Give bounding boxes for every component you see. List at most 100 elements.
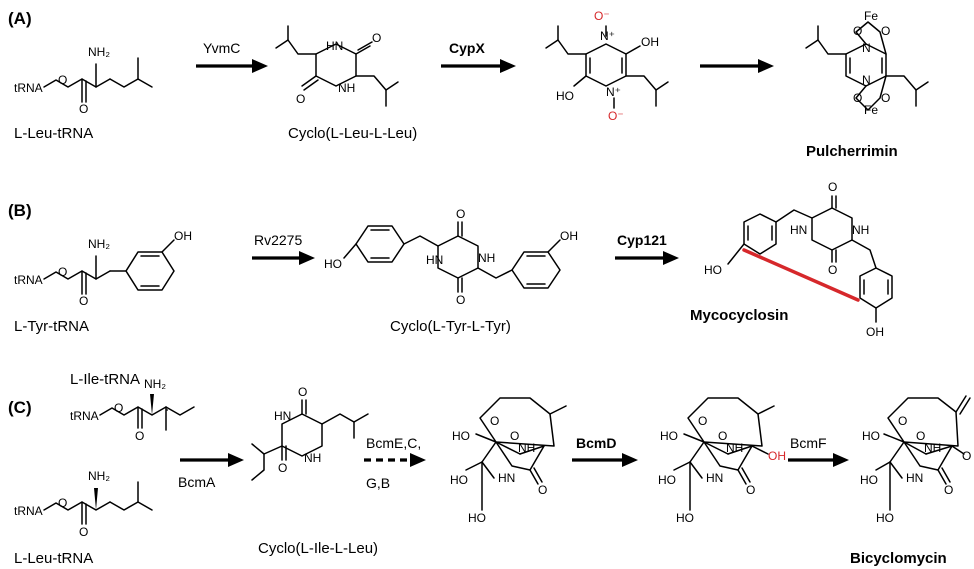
- atom-label: NH: [338, 81, 355, 95]
- atom-label: tRNA: [70, 409, 99, 423]
- atom-label: O: [456, 293, 465, 307]
- atom-label: HO: [660, 429, 678, 443]
- atom-label: tRNA: [14, 504, 43, 518]
- atom-label: HO: [704, 263, 722, 277]
- atom-label: HN: [706, 471, 723, 485]
- atom-label: O: [510, 429, 519, 443]
- atom-label: O: [538, 483, 547, 497]
- atom-label: HO: [450, 473, 468, 487]
- l-ile-trna-label: L-Ile-tRNA: [70, 371, 140, 388]
- panel-label-b: (B): [8, 201, 32, 220]
- atom-label: O⁻: [594, 9, 610, 23]
- arrow-head: [622, 453, 638, 467]
- bicyclomycin-precursor-1: O O NH HN O HO HO HO: [450, 397, 567, 525]
- atom-label: Fe: [864, 103, 878, 117]
- atom-label: NH₂: [88, 237, 110, 251]
- panel-label-a: (A): [8, 9, 32, 28]
- atom-label: O: [490, 414, 499, 428]
- atom-label: O: [372, 31, 381, 45]
- enzyme-cyp121: Cyp121: [617, 232, 667, 248]
- enzyme-bcmecgb-line-1: BcmE,C,: [366, 435, 421, 451]
- panel-label-c: (C): [8, 398, 32, 417]
- l-leu-trna-structure-c: tRNA O O NH₂: [14, 469, 153, 539]
- atom-label: O: [58, 73, 67, 87]
- atom-label: HO: [862, 429, 880, 443]
- arrow-head: [252, 59, 268, 73]
- atom-label: O: [698, 414, 707, 428]
- atom-label: O: [135, 429, 144, 443]
- atom-label: OH: [866, 325, 884, 339]
- arrow-head: [758, 59, 774, 73]
- atom-label: N⁺: [600, 29, 615, 43]
- atom-label: O: [944, 483, 953, 497]
- atom-label: HO: [324, 257, 342, 271]
- bicyclomycin-label: Bicyclomycin: [850, 550, 947, 567]
- atom-label: tRNA: [14, 273, 43, 287]
- atom-label: HN: [426, 253, 443, 267]
- new-c-c-bond: [742, 248, 860, 302]
- atom-label: N: [862, 73, 871, 87]
- pulcherrimin-label: Pulcherrimin: [806, 143, 898, 160]
- cyclo-ile-leu-label: Cyclo(L-Ile-L-Leu): [258, 540, 378, 557]
- atom-label: HN: [274, 409, 291, 423]
- cyclo-tyr-tyr-label: Cyclo(L-Tyr-L-Tyr): [390, 318, 511, 335]
- atom-label: HO: [676, 511, 694, 525]
- atom-label: HN: [498, 471, 515, 485]
- arrow-head: [663, 251, 679, 265]
- atom-label: OH: [174, 229, 192, 243]
- atom-label: N: [862, 41, 871, 55]
- atom-label: NH: [304, 451, 321, 465]
- atom-label: NH: [478, 251, 495, 265]
- atom-label: tRNA: [14, 81, 43, 95]
- arrow-head: [228, 453, 244, 467]
- atom-label: O: [79, 525, 88, 539]
- atom-label: Fe: [864, 9, 878, 23]
- atom-label: O: [962, 449, 971, 463]
- atom-label: O: [79, 102, 88, 116]
- atom-label: O⁻: [608, 109, 624, 123]
- enzyme-bcma: BcmA: [178, 474, 216, 490]
- l-tyr-trna-structure: tRNA O O NH₂ OH: [14, 229, 192, 308]
- atom-label: HO: [468, 511, 486, 525]
- atom-label: NH₂: [144, 377, 166, 391]
- enzyme-bcmd: BcmD: [576, 435, 616, 451]
- pulcherriminic-acid-structure: N⁺ N⁺ O⁻ O⁻ OH HO: [545, 9, 669, 123]
- atom-label: O: [718, 429, 727, 443]
- l-ile-trna-structure: tRNA O O NH₂: [70, 377, 195, 443]
- atom-label: NH: [518, 441, 535, 455]
- enzyme-rv2275: Rv2275: [254, 232, 302, 248]
- arrow-head: [299, 251, 315, 265]
- mycocyclosin-label: Mycocyclosin: [690, 307, 788, 324]
- l-tyr-trna-label: L-Tyr-tRNA: [14, 318, 89, 335]
- atom-label: O: [278, 461, 287, 475]
- mycocyclosin-structure: NH HN O O HO OH: [704, 180, 893, 339]
- enzyme-bcmf: BcmF: [790, 435, 827, 451]
- atom-label: O: [881, 91, 890, 105]
- atom-label: NH: [924, 441, 941, 455]
- atom-label: O: [853, 91, 862, 105]
- atom-label: O: [296, 92, 305, 106]
- atom-label: O: [456, 207, 465, 221]
- arrow-head: [833, 453, 849, 467]
- cyclo-leu-leu-label: Cyclo(L-Leu-L-Leu): [288, 125, 417, 142]
- atom-label: O: [916, 429, 925, 443]
- atom-label: O: [79, 294, 88, 308]
- atom-label: O: [746, 483, 755, 497]
- atom-label: O: [853, 24, 862, 38]
- atom-label: HO: [658, 473, 676, 487]
- atom-label: HN: [326, 39, 343, 53]
- atom-label: OH: [560, 229, 578, 243]
- enzyme-yvmc: YvmC: [203, 40, 240, 56]
- cyclo-leu-leu-structure: HN NH O O: [275, 25, 399, 107]
- pulcherrimin-structure: N N O Fe O O Fe O: [805, 9, 929, 117]
- atom-label: O: [881, 24, 890, 38]
- atom-label: NH₂: [88, 45, 110, 59]
- enzyme-bcmecgb-line-2: G,B: [366, 475, 390, 491]
- atom-label: OH: [641, 35, 659, 49]
- atom-label: O: [898, 414, 907, 428]
- l-leu-trna-structure: tRNA O O NH₂: [14, 45, 153, 116]
- atom-label: O: [828, 180, 837, 194]
- cyclo-ile-leu-structure: HN NH O O: [251, 385, 369, 481]
